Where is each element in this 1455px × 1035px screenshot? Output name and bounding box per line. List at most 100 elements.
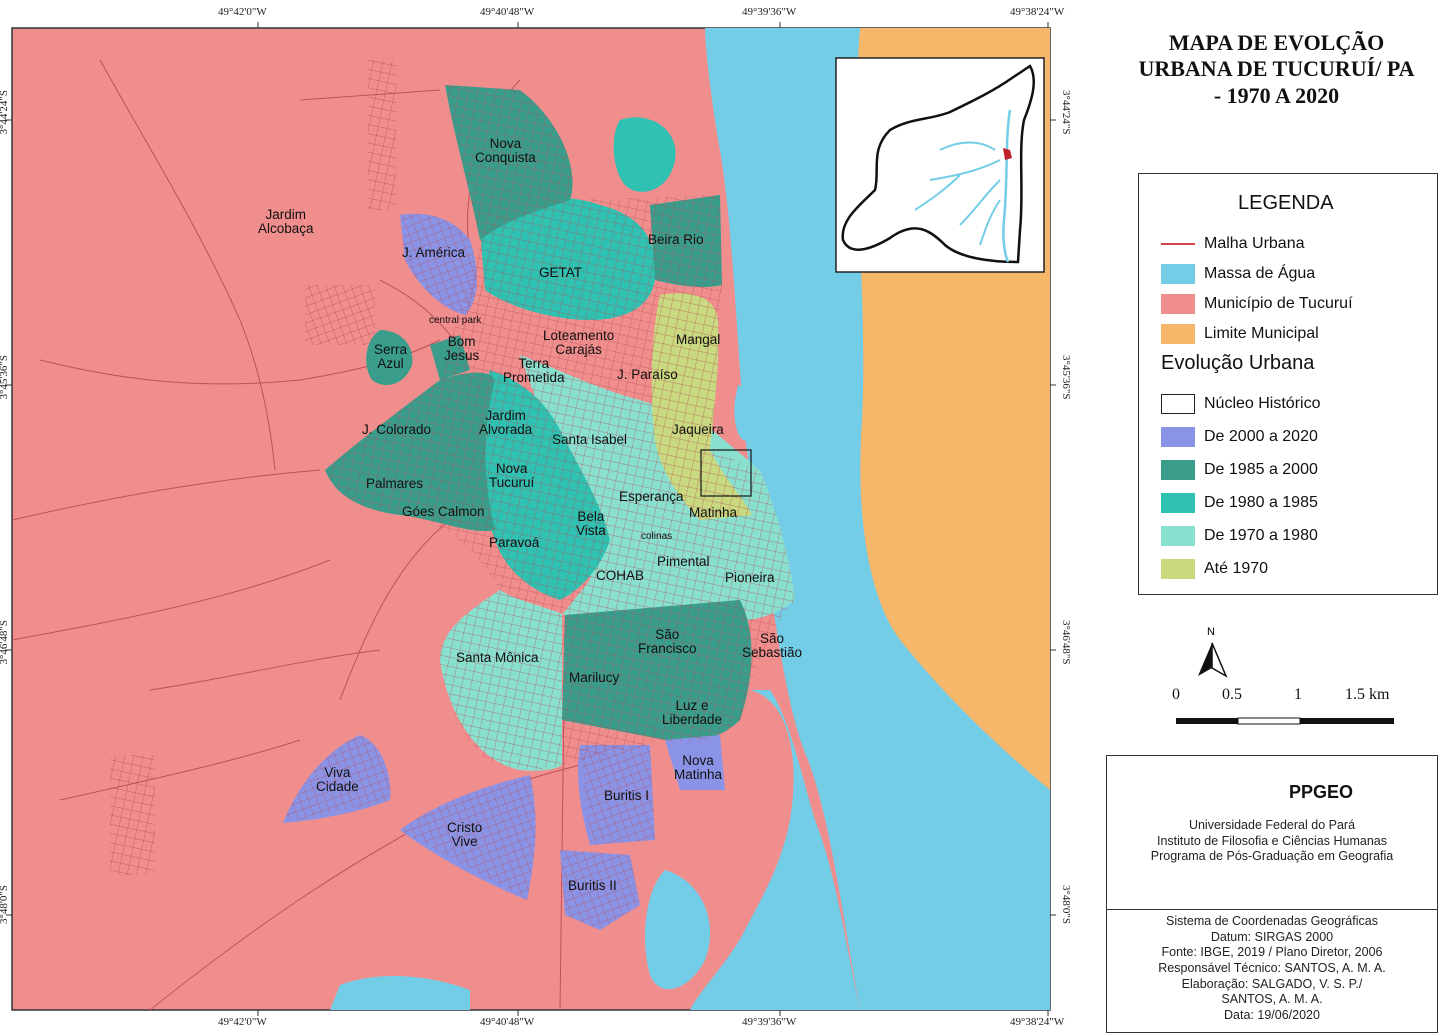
label-sao-sebastiao: São Sebastião [742,631,803,661]
ppgeo-logo-text: PPGEO [1289,782,1354,802]
label-j-colorado: J. Colorado [362,422,432,437]
left-coord-1: 3°44'24"S [0,90,10,135]
institution-line-2: Instituto de Filosofia e Ciências Humana… [1157,833,1387,848]
bottom-coord-4: 49°38'24"W [1010,1016,1065,1028]
top-coord-1: 49°42'0"W [218,6,267,18]
right-coord-4: 3°48'0"S [1060,885,1072,924]
legend-label: De 1970 a 1980 [1204,527,1318,544]
label-palmares: Palmares [366,476,424,491]
label-paravoa: Paravoá [489,535,540,550]
top-coord-4: 49°38'24"W [1010,6,1065,18]
legend-label: Município de Tucuruí [1204,295,1353,312]
label-bom-jesus: Bom Jesus [444,334,480,364]
map-title: MAPA DE EVOLÇÃO URBANA DE TUCURUÍ/ PA - … [1098,30,1455,109]
legend-item-limite: Limite Municipal [1161,322,1319,346]
label-nova-matinha: Nova Matinha [674,753,723,783]
legend-swatch-ate-1970 [1161,559,1195,579]
legend-swatch-limite [1161,324,1195,344]
water-body-south [330,975,470,1010]
label-esperanca: Esperança [619,489,684,504]
legend-item-ate-1970: Até 1970 [1161,557,1268,581]
metadata-line-7: Data: 19/06/2020 [1224,1007,1320,1022]
water-body-lagoon [690,690,860,1010]
label-santa-monica: Santa Mônica [456,650,539,665]
legend-label: De 1985 a 2000 [1204,461,1318,478]
area-nova-matinha [665,735,725,790]
bottom-coord-2: 49°40'48"W [480,1016,535,1028]
west-blocks [368,60,396,210]
map-title-line-3: - 1970 A 2020 [1213,82,1340,108]
legend-item-nucleo: Núcleo Histórico [1161,392,1320,416]
label-pioneira: Pioneira [725,570,775,585]
label-luz-e-liberdade: Luz e Liberdade [662,698,723,728]
label-central-park: central park [429,315,482,326]
label-terra-prometida: Terra Prometida [503,356,565,386]
legend-label: Limite Municipal [1204,325,1319,342]
metadata-line-3: Fonte: IBGE, 2019 / Plano Diretor, 2006 [1161,945,1383,960]
metadata-line-2: Datum: SIRGAS 2000 [1210,929,1334,944]
legend-swatch-1970-1980 [1161,526,1195,546]
label-j-america: J. América [402,245,466,260]
top-coord-3: 49°39'36"W [742,6,797,18]
label-nova-conquista: Nova Conquista [475,136,536,166]
street-grid-expansion [283,213,655,930]
legend-label: Até 1970 [1204,560,1269,577]
right-coord-3: 3°46'48"S [1060,620,1072,665]
metadata-line-6: SANTOS, A. M. A. [1221,992,1323,1007]
legend-swatch-nucleo [1161,394,1195,414]
north-arrow-icon [1198,642,1228,678]
label-j-paraiso: J. Paraíso [617,367,678,382]
legend-heading: LEGENDA [1238,192,1334,214]
water-body-inlet [734,385,752,441]
scale-label-0: 0 [1172,686,1180,703]
institution-line-3: Programa de Pós-Graduação em Geografia [1150,849,1394,864]
institution-text: Universidade Federal do Pará Instituto d… [1107,818,1437,865]
label-jardim-alcobaca: Jardim Alcobaça [258,207,314,237]
legend-label: De 1980 a 1985 [1204,494,1318,511]
legend-item-2000-2020: De 2000 a 2020 [1161,425,1318,449]
legend-label: Malha Urbana [1204,235,1305,252]
legend-item-municipio: Município de Tucuruí [1161,292,1353,316]
label-goes-calmon: Góes Calmon [402,504,485,519]
legend-label: De 2000 a 2020 [1204,428,1318,445]
institution-line-1: Universidade Federal do Pará [1188,818,1356,832]
legend: LEGENDA Malha Urbana Massa de Água Munic… [1138,173,1438,595]
water-body-river [705,28,1050,1010]
right-coord-2: 3°45'36"S [1060,355,1072,400]
water-body-island [977,770,998,812]
label-viva-cidade: Viva Cidade [316,765,359,795]
label-pimental: Pimental [657,554,710,569]
label-cohab: COHAB [596,568,645,583]
water-body-pond [645,870,711,990]
west-blocks-3 [110,755,155,875]
label-nova-tucurui: Nova Tucuruí [489,461,535,491]
left-coord-2: 3°45'36"S [0,355,10,400]
label-beira-rio: Beira Rio [648,232,704,247]
label-matinha: Matinha [689,505,738,520]
scale-bar [1176,717,1394,725]
bottom-coord-3: 49°39'36"W [742,1016,797,1028]
area-serra-azul [366,330,413,385]
right-coord-1: 3°44'24"S [1060,90,1072,135]
metadata-line-5: Elaboração: SALGADO, V. S. P./ [1181,976,1363,991]
metadata-line-1: Sistema de Coordenadas Geográficas [1166,914,1378,928]
pond-north [613,117,676,192]
legend-swatch-1985-2000 [1161,460,1195,480]
metadata-line-4: Responsável Técnico: SANTOS, A. M. A. [1158,960,1386,975]
nucleo-historico-outline [700,449,752,497]
label-cristo-vive: Cristo Vive [447,820,483,850]
institution-box: PPGEO Universidade Federal do Pará Insti… [1106,755,1438,910]
label-loteamento-carajas: Loteamento Carajás [543,328,615,358]
legend-label: Massa de Água [1204,265,1316,282]
scale-label-0-5: 0.5 [1222,686,1242,703]
north-label: N [1207,626,1215,638]
inset-locator-map [835,57,1045,273]
left-coord-4: 3°48'0"S [0,885,10,924]
legend-item-malha-urbana: Malha Urbana [1161,232,1305,256]
legend-swatch-agua [1161,264,1195,284]
label-marilucy: Marilucy [569,670,620,685]
legend-item-1970-1980: De 1970 a 1980 [1161,524,1318,548]
label-buritis-i: Buritis I [604,788,650,803]
street-grid-urban [325,85,795,770]
